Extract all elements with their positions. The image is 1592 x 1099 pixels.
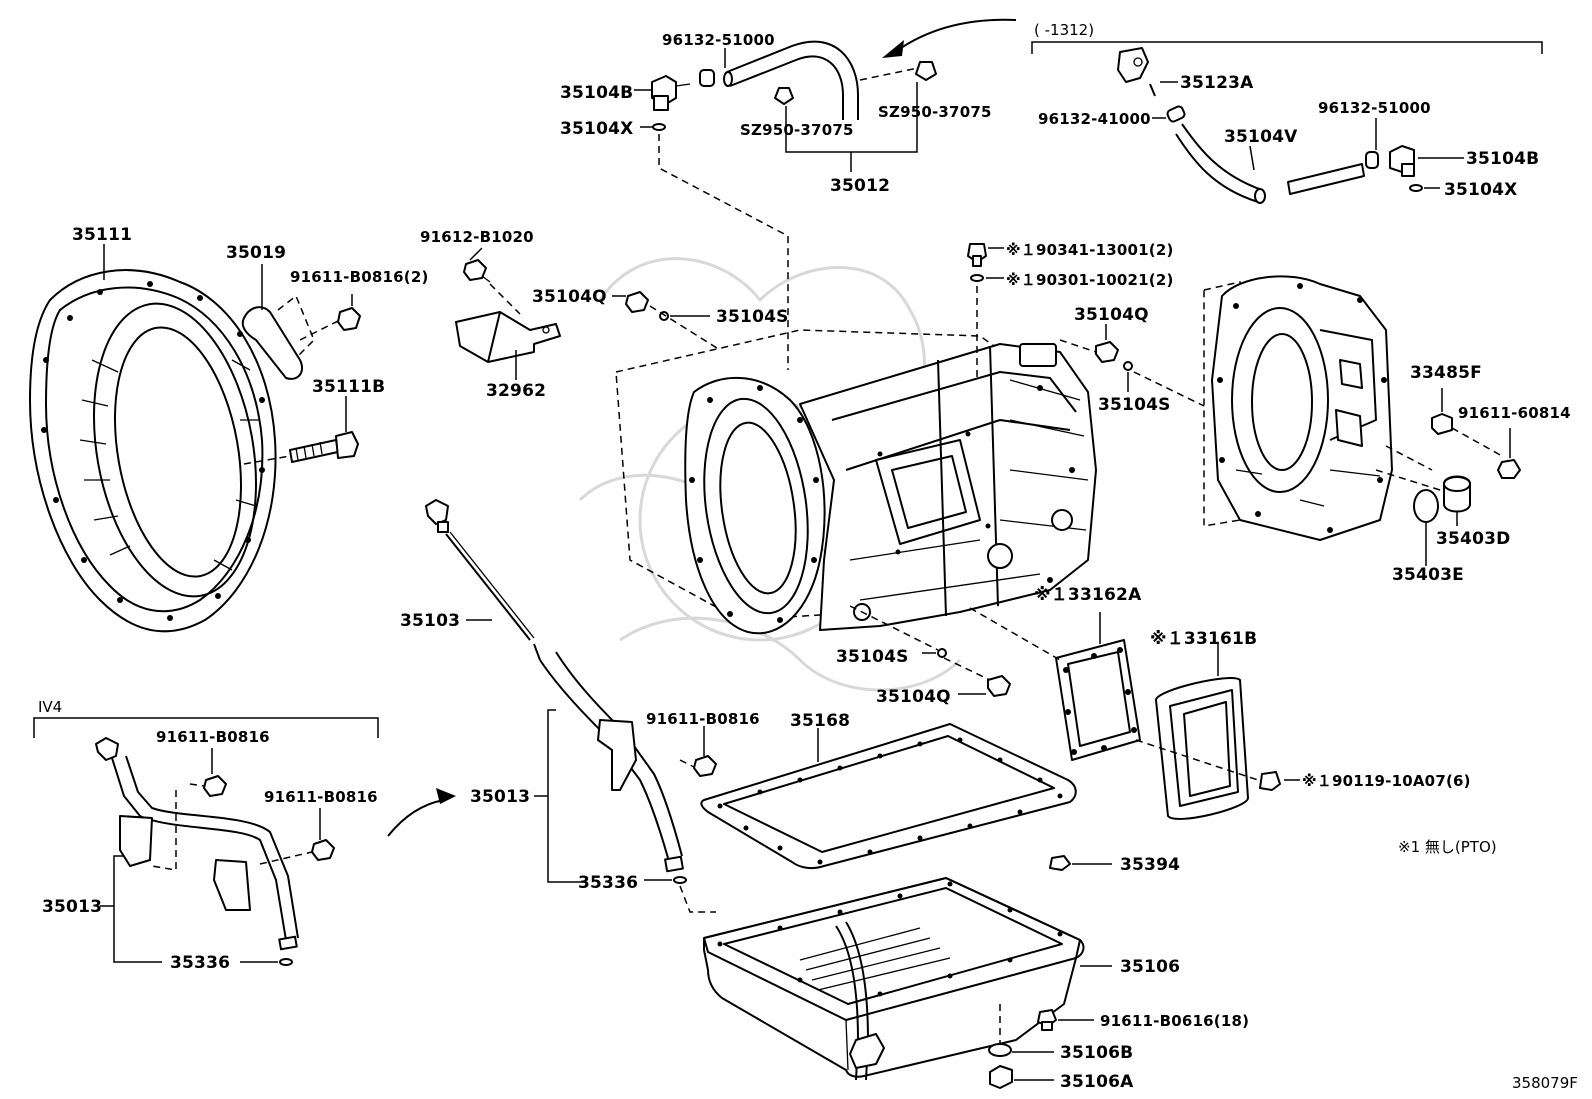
- gasket-33162A: [969, 607, 1141, 761]
- plug-35104Q-top: [612, 291, 721, 351]
- label-35106B: 35106B: [1060, 1043, 1133, 1063]
- label-35104B-right: 35104B: [1466, 149, 1539, 169]
- label-35168: 35168: [790, 711, 850, 731]
- label-35394: 35394: [1120, 855, 1180, 875]
- label-35106A: 35106A: [1060, 1072, 1134, 1092]
- label-35336-mid: 35336: [578, 873, 638, 893]
- label-91612-B1020: 91612-B1020: [420, 228, 534, 246]
- variant-1312-group: [1031, 41, 1543, 204]
- label-91611-B0816-iv4-a: 91611-B0816: [156, 728, 270, 746]
- bolt-35111B: [243, 396, 359, 465]
- label-35013-mid: 35013: [470, 787, 530, 807]
- label-35403E: 35403E: [1392, 565, 1464, 585]
- label-35104Q-mid: 35104Q: [876, 687, 951, 707]
- guide-breather: [658, 134, 789, 370]
- label-sz950-right: SZ950-37075: [878, 103, 992, 121]
- label-33161B: ※１33161B: [1150, 629, 1257, 649]
- pan-gasket-35168: [700, 723, 1077, 870]
- label-35106: 35106: [1120, 957, 1180, 977]
- extension-housing: [1203, 275, 1393, 541]
- label-90119: ※１90119-10A07(6): [1302, 772, 1471, 790]
- label-35336-left: 35336: [170, 953, 230, 973]
- label-35403D: 35403D: [1436, 529, 1510, 549]
- oil-filler-tube-35013: [534, 651, 717, 913]
- breather-hose-group: [634, 18, 1017, 172]
- label-35104Q-right: 35104Q: [1074, 305, 1149, 325]
- label-91611-B0816-2: 91611-B0816(2): [290, 268, 429, 286]
- label-iv4: IV4: [38, 698, 62, 716]
- iv4-inset: [33, 717, 456, 966]
- label-35013-left: 35013: [42, 897, 102, 917]
- label-35104Q-top: 35104Q: [532, 287, 607, 307]
- label-96132-51000-top: 96132-51000: [662, 31, 775, 49]
- transmission-case: [615, 329, 1097, 635]
- plug-35104Q-right: [1059, 324, 1205, 407]
- label-32962: 32962: [486, 381, 546, 401]
- label-91611-B0816-mid: 91611-B0816: [646, 710, 760, 728]
- bracket-32962: [455, 247, 561, 380]
- label-35019: 35019: [226, 243, 286, 263]
- strainer-33161B: [1135, 642, 1300, 820]
- seal-35403: [1375, 469, 1471, 566]
- plug-90341: [967, 243, 1004, 380]
- label-35104X-right: 35104X: [1444, 180, 1517, 200]
- label-33485F: 33485F: [1410, 363, 1482, 383]
- label-35104X-left: 35104X: [560, 119, 633, 139]
- plug-35104Q-mid: [849, 605, 1011, 697]
- oil-pan-35106: [703, 877, 1112, 1081]
- label-35104V: 35104V: [1224, 127, 1298, 147]
- label-35111B: 35111B: [312, 377, 385, 397]
- label-footnote: ※1 無し(PTO): [1398, 838, 1497, 856]
- label-sz950-left: SZ950-37075: [740, 121, 854, 139]
- converter-housing: [29, 244, 277, 633]
- label-91611-B0816-iv4-b: 91611-B0816: [264, 788, 378, 806]
- part-labels: 96132-51000 35104B 35104X SZ950-37075 SZ…: [38, 21, 1578, 1092]
- label-90301: ※１90301-10021(2): [1006, 271, 1174, 289]
- diagram-id: 358079F: [1512, 1074, 1578, 1092]
- label-35104S-mid: 35104S: [836, 647, 909, 667]
- label-96132-51000-right: 96132-51000: [1318, 99, 1431, 117]
- label-91611-B0616: 91611-B0616(18): [1100, 1012, 1249, 1030]
- bracket-35019: [241, 264, 361, 380]
- label-90341: ※１90341-13001(2): [1006, 241, 1174, 259]
- label-33162A: ※１33162A: [1034, 585, 1142, 605]
- part-35394: [1049, 855, 1112, 871]
- pan-fasteners: [988, 1009, 1094, 1089]
- label-91611-60814: 91611-60814: [1458, 404, 1571, 422]
- label-35123A: 35123A: [1180, 73, 1254, 93]
- label-35104B-left: 35104B: [560, 83, 633, 103]
- label-variant-note: ( -1312): [1034, 21, 1094, 39]
- label-35103: 35103: [400, 611, 460, 631]
- oil-gauge: [425, 499, 541, 661]
- label-35104S-right: 35104S: [1098, 395, 1171, 415]
- label-35111: 35111: [72, 225, 132, 245]
- label-96132-41000: 96132-41000: [1038, 110, 1151, 128]
- label-35104S-top: 35104S: [716, 307, 789, 327]
- sensor-33485F: [1385, 388, 1521, 479]
- label-35012: 35012: [830, 176, 890, 196]
